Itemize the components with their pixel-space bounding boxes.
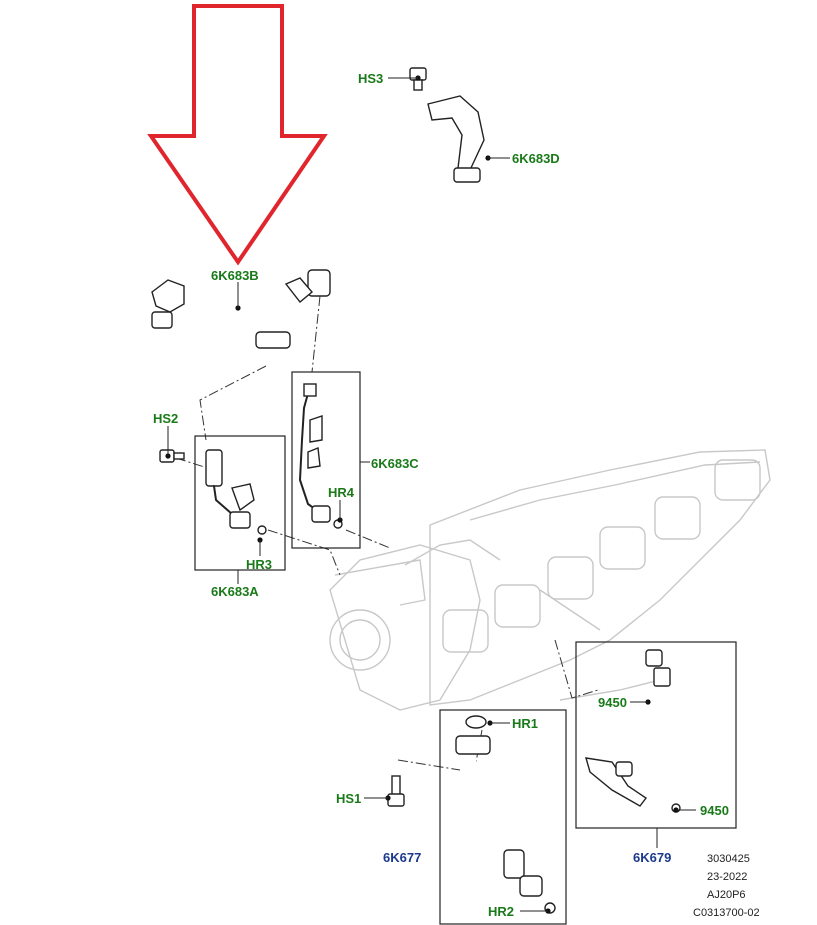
label-6k683c: 6K683C bbox=[371, 456, 419, 471]
label-6k683b: 6K683B bbox=[211, 268, 259, 283]
bolt-hs1 bbox=[387, 775, 405, 807]
box-6k683a bbox=[194, 435, 286, 571]
indicator-arrow bbox=[147, 4, 328, 266]
hose-6k683b bbox=[151, 279, 291, 349]
label-hs1: HS1 bbox=[336, 791, 361, 806]
label-9450-top: 9450 bbox=[598, 695, 627, 710]
box-6k679 bbox=[575, 641, 737, 829]
label-6k679: 6K679 bbox=[633, 850, 671, 865]
bolt-hs3 bbox=[409, 67, 427, 91]
label-hs2: HS2 bbox=[153, 411, 178, 426]
pipe-6k679 bbox=[585, 649, 727, 813]
pipe-6k683a bbox=[205, 449, 267, 535]
label-hr4: HR4 bbox=[328, 485, 355, 500]
label-hr3: HR3 bbox=[246, 557, 272, 572]
label-hr2: HR2 bbox=[488, 904, 514, 919]
label-hs3: HS3 bbox=[358, 71, 383, 86]
pipe-6k683c bbox=[299, 383, 343, 529]
reference-line-1: 3030425 bbox=[707, 853, 750, 865]
label-9450-bottom: 9450 bbox=[700, 803, 729, 818]
reference-line-2: 23-2022 bbox=[707, 871, 747, 883]
leader-lines bbox=[165, 75, 696, 914]
label-6k683a: 6K683A bbox=[211, 584, 259, 599]
engine-manifold-background bbox=[329, 449, 771, 711]
pipe-6k677 bbox=[455, 715, 556, 914]
label-6k683d: 6K683D bbox=[512, 151, 560, 166]
box-6k683c bbox=[291, 371, 361, 549]
assembly-centre-lines bbox=[175, 295, 599, 771]
reference-line-4: C0313700-02 bbox=[693, 907, 760, 919]
reference-line-3: AJ20P6 bbox=[707, 889, 746, 901]
label-hr1: HR1 bbox=[512, 716, 538, 731]
bolt-hs2 bbox=[159, 449, 185, 463]
label-6k677: 6K677 bbox=[383, 850, 421, 865]
box-6k677 bbox=[439, 709, 567, 925]
hose-6k683d bbox=[284, 95, 485, 304]
